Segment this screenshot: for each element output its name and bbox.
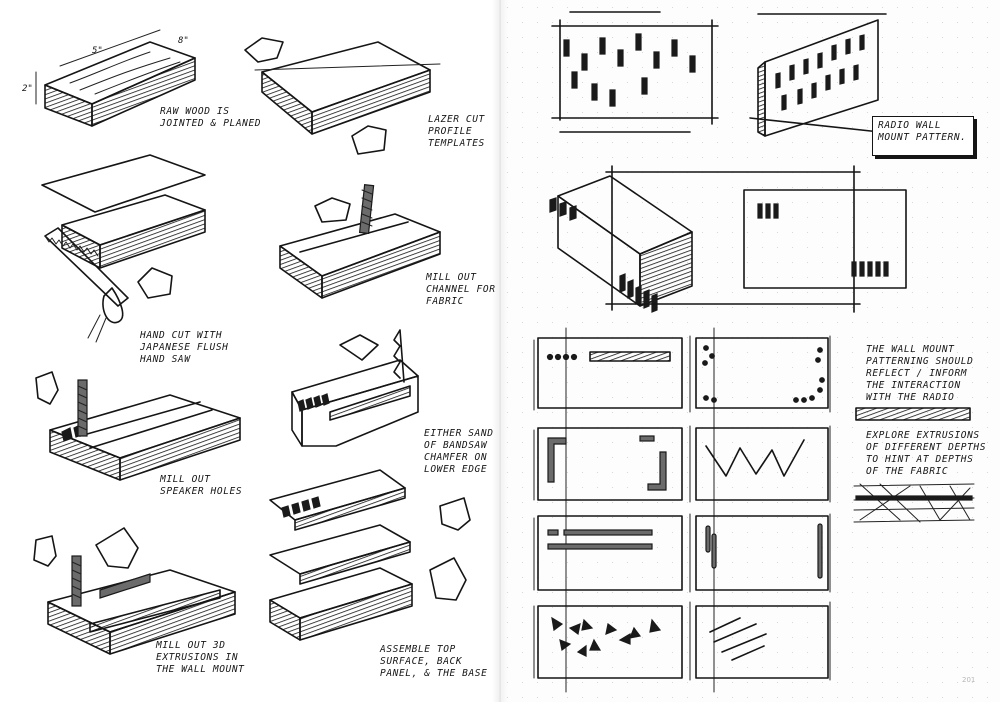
left-page-sketches [33, 29, 471, 655]
profile-template-icon [244, 37, 284, 63]
note-assemble: Assemble top surface, back panel, & the … [380, 644, 488, 679]
pattern-studies-grid [533, 327, 831, 693]
drill-bit-icon [71, 555, 82, 607]
sketch-mill-speaker-holes [35, 371, 241, 481]
note-explore-extrusions: Explore extrusions of different depths t… [866, 430, 987, 477]
note-raw-wood: Raw wood is jointed & planed [160, 106, 262, 129]
dimension-depth: 8" [178, 36, 189, 46]
note-laser-cut: Lazer cut profile templates [428, 114, 485, 149]
pattern-study-2 [695, 337, 829, 409]
note-mill-speaker: Mill out speaker holes [160, 474, 243, 497]
note-mill-extrusions: Mill out 3D extrusions in the wall mount [156, 640, 245, 675]
sketch-laser-templates [244, 37, 441, 155]
texture-strip-1 [855, 407, 971, 421]
page-number: 201 [962, 676, 976, 684]
drill-bit-icon [77, 379, 88, 437]
right-page: The wall mount patterning should reflect… [500, 0, 1000, 702]
texture-strip-2 [853, 483, 975, 523]
pattern-study-3 [537, 427, 683, 501]
sketch-wall-mount-perspective [749, 13, 887, 137]
sketch-assemble [269, 469, 471, 641]
pattern-study-5 [537, 515, 683, 591]
pattern-study-8 [695, 605, 829, 679]
pattern-study-7 [537, 605, 683, 679]
dimension-width: 5" [92, 46, 103, 56]
dimension-height: 2" [22, 84, 33, 94]
hand-saw-icon [44, 227, 129, 343]
note-sand-chamfer: Either sand of bandsaw chamfer on lower … [424, 428, 494, 475]
sketch-mill-extrusions [33, 527, 236, 655]
sketch-wall-mount-front [551, 11, 719, 133]
book-gutter [492, 0, 508, 702]
callout-wall-mount-pattern: Radio wall mount pattern. [878, 120, 967, 143]
note-hand-cut: Hand cut with Japanese flush hand saw [140, 330, 229, 365]
pattern-study-6 [695, 515, 829, 591]
drill-bit-icon [358, 184, 375, 235]
sketch-hand-cut [41, 154, 206, 343]
left-page: 5" 8" 2" Raw wood is jointed & planed La… [22, 29, 496, 679]
sketch-mill-channel [279, 184, 441, 299]
right-page-sketches [533, 11, 975, 693]
sketch-sand-chamfer [291, 329, 419, 447]
pattern-study-4 [695, 427, 829, 501]
sketch-radio-perspective [549, 175, 693, 313]
note-wall-mount: The wall mount patterning should reflect… [866, 344, 974, 403]
speech-callout-icon: Radio wall mount pattern. [872, 116, 974, 156]
pattern-study-1 [537, 337, 683, 409]
sketch-raw-wood-block [35, 29, 196, 127]
sketch-radio-wall-front [605, 165, 907, 313]
note-mill-channel: Mill out channel for fabric [426, 272, 496, 307]
